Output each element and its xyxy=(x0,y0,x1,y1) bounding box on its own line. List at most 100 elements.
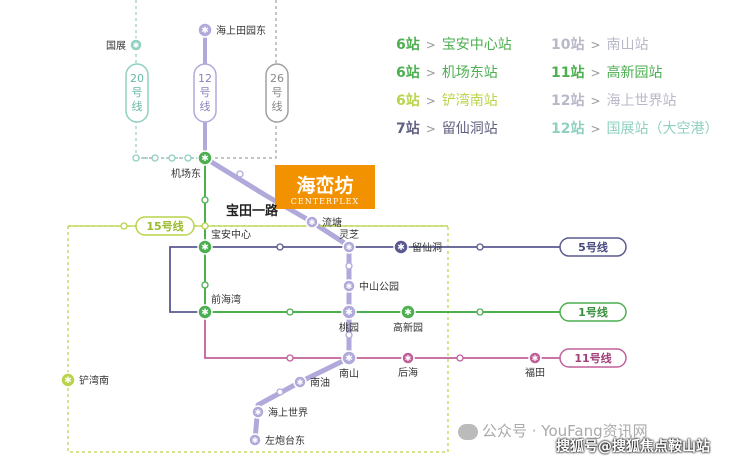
station-label: 福田 xyxy=(525,366,545,379)
metro-logo-icon: ✱ xyxy=(64,376,72,386)
legend-dest: 机场东站 xyxy=(441,65,498,81)
station-label: 左炮台东 xyxy=(265,434,305,447)
metro-station-icon xyxy=(197,22,213,38)
legend-item: 12站 > 国展站（大空港） xyxy=(551,118,719,138)
metro-logo-icon: ✱ xyxy=(532,354,539,363)
legend-count: 12站 xyxy=(551,93,585,109)
station-taoyuan: ✱ 桃园 xyxy=(339,304,359,334)
station-guozhan: ✱ 国展 xyxy=(106,38,143,52)
line5-pill-text: 5号线 xyxy=(578,240,608,254)
line1-pill: 1号线 xyxy=(559,302,627,322)
metro-station-icon xyxy=(197,239,213,255)
station-liutang: ✱流塘 xyxy=(305,215,342,229)
line12-label-1: 12 xyxy=(198,72,212,85)
line12-label-2: 号 xyxy=(200,86,211,99)
station-zuopaotai-east: ✱ 左炮台东 xyxy=(248,433,305,447)
station-label: 流塘 xyxy=(322,216,342,229)
station-label: 后海 xyxy=(398,366,418,379)
station-label: 桃园 xyxy=(339,321,359,334)
metro-logo-icon: ✱ xyxy=(297,378,304,387)
legend-item: 11站>高新园站 xyxy=(551,62,663,82)
station-chanwan-south: ✱ 铲湾南 xyxy=(60,372,109,388)
metro-logo-icon: ✱ xyxy=(397,243,405,253)
metro-station-icon xyxy=(305,215,319,229)
station-label: 中山公园 xyxy=(359,280,399,293)
legend-count: 6站 xyxy=(396,37,420,53)
metro-logo-icon: ✱ xyxy=(201,26,209,36)
metro-station-icon xyxy=(197,150,213,166)
station-label: 海上田园东 xyxy=(216,24,266,37)
road-label: 宝田一路 xyxy=(226,203,279,219)
chevron-right-icon: > xyxy=(590,94,601,108)
station-label: 留仙洞 xyxy=(412,241,442,254)
source-watermark: 搜狐号@搜狐焦点鞍山站 xyxy=(556,439,710,455)
metro-logo-icon: ✱ xyxy=(252,436,259,445)
chevron-right-icon: > xyxy=(425,94,436,108)
legend-dest: 海上世界站 xyxy=(606,93,677,109)
metro-station-icon xyxy=(129,38,143,52)
metro-logo-icon: ✱ xyxy=(133,41,140,50)
station-gaoxinyuan: ✱高新园 xyxy=(393,304,423,334)
legend-item: 12站 > 海上世界站 xyxy=(551,90,677,110)
metro-logo-icon: ✱ xyxy=(404,308,412,318)
legend-dest: 高新园站 xyxy=(606,65,663,81)
metro-station-icon xyxy=(341,350,357,366)
metro-logo-icon: ✱ xyxy=(345,354,353,364)
station-liuxiandong: ✱ 留仙洞 xyxy=(393,239,442,255)
station-label: 国展 xyxy=(106,40,126,52)
legend-item: 7站>留仙洞站 xyxy=(396,118,498,138)
legend-count: 6站 xyxy=(396,93,420,109)
legend-item: 6站>机场东站 xyxy=(396,62,498,82)
station-houhai: ✱ 后海 xyxy=(398,351,418,379)
station-airport-east: ✱机场东 xyxy=(171,150,213,180)
wechat-watermark: 公众号 · YouFang资讯网 xyxy=(458,420,648,441)
legend-count: 11站 xyxy=(551,65,585,81)
station-label: 宝安中心 xyxy=(211,228,251,241)
metro-station-icon xyxy=(341,304,357,320)
line15-pill: 15号线 xyxy=(135,216,195,236)
metro-station-icon xyxy=(197,304,213,320)
metro-station-icon xyxy=(342,279,356,293)
line12-main-track xyxy=(203,155,352,441)
legend-dest: 留仙洞站 xyxy=(441,121,498,137)
metro-station-icon xyxy=(393,239,409,255)
station-label: 海上世界 xyxy=(268,406,308,419)
line12-label-3: 线 xyxy=(200,99,211,113)
metro-logo-icon: ✱ xyxy=(201,308,209,318)
chevron-right-icon: > xyxy=(590,122,601,136)
legend-dest: 南山站 xyxy=(606,37,649,53)
legend-dest: 国展站（大空港） xyxy=(606,121,719,137)
station-label: 铲湾南 xyxy=(79,374,109,387)
line26-label-1: 26 xyxy=(270,72,284,85)
line26-label-2: 号 xyxy=(272,86,283,99)
project-subtitle: CENTERPLEX xyxy=(291,197,359,206)
metro-logo-icon: ✱ xyxy=(255,408,262,417)
chevron-right-icon: > xyxy=(590,38,601,52)
line20-label-2: 号 xyxy=(132,86,143,99)
line26-planned-frame xyxy=(136,0,277,159)
metro-logo-icon: ✱ xyxy=(405,354,412,363)
metro-station-icon xyxy=(293,375,307,389)
metro-logo-icon: ✱ xyxy=(346,282,353,291)
station-baoan-center: ✱宝安中心 xyxy=(197,228,251,255)
station-label: 前海湾 xyxy=(211,293,241,306)
wechat-account: 公众号 · YouFang资讯网 xyxy=(482,422,648,440)
line11-pink-track xyxy=(204,312,560,359)
metro-station-icon xyxy=(400,304,416,320)
legend-count: 12站 xyxy=(551,121,585,137)
line26-label-3: 线 xyxy=(272,99,283,113)
chevron-right-icon: > xyxy=(425,66,436,80)
station-futian: ✱ 福田 xyxy=(525,351,545,379)
project-badge: 海峦坊 CENTERPLEX xyxy=(275,165,375,209)
station-label: 南山 xyxy=(339,367,359,380)
line12-capsule xyxy=(193,63,217,123)
wechat-icon xyxy=(458,423,478,440)
line11-pill-text: 11号线 xyxy=(574,351,611,365)
metro-station-icon xyxy=(251,405,265,419)
metro-station-icon xyxy=(60,372,76,388)
line20-label-3: 线 xyxy=(132,99,143,113)
station-haishang-tianyuan-east: ✱ 海上田园东 xyxy=(197,22,266,38)
line20-capsule xyxy=(125,63,149,123)
metro-logo-icon: ✱ xyxy=(345,308,353,318)
